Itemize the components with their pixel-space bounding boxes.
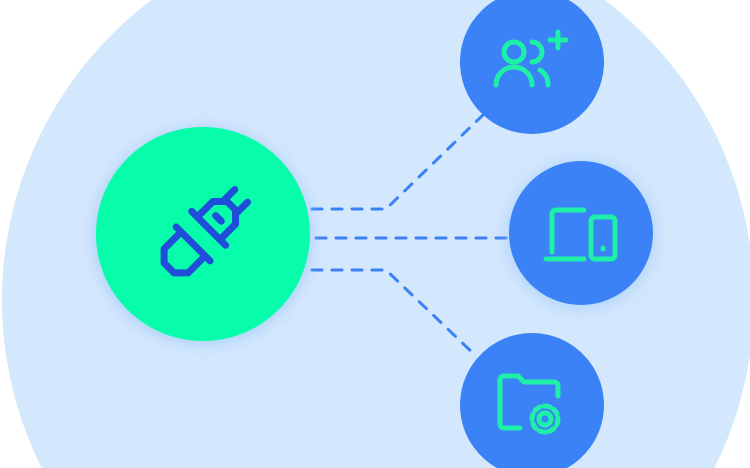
node-circle	[460, 333, 605, 468]
connector-bottom	[310, 268, 478, 358]
connector-top	[310, 110, 488, 211]
plug-icon	[160, 185, 252, 277]
connectors	[310, 110, 510, 358]
hub-circle	[96, 127, 310, 341]
devices-icon	[543, 207, 618, 262]
node-circle	[460, 0, 604, 135]
node-devices	[505, 159, 657, 311]
user-plus-icon	[493, 29, 569, 88]
folder-settings-icon	[497, 373, 561, 435]
node-circle	[509, 161, 653, 305]
node-folder-settings	[460, 333, 605, 468]
node-user-plus	[460, 0, 604, 135]
